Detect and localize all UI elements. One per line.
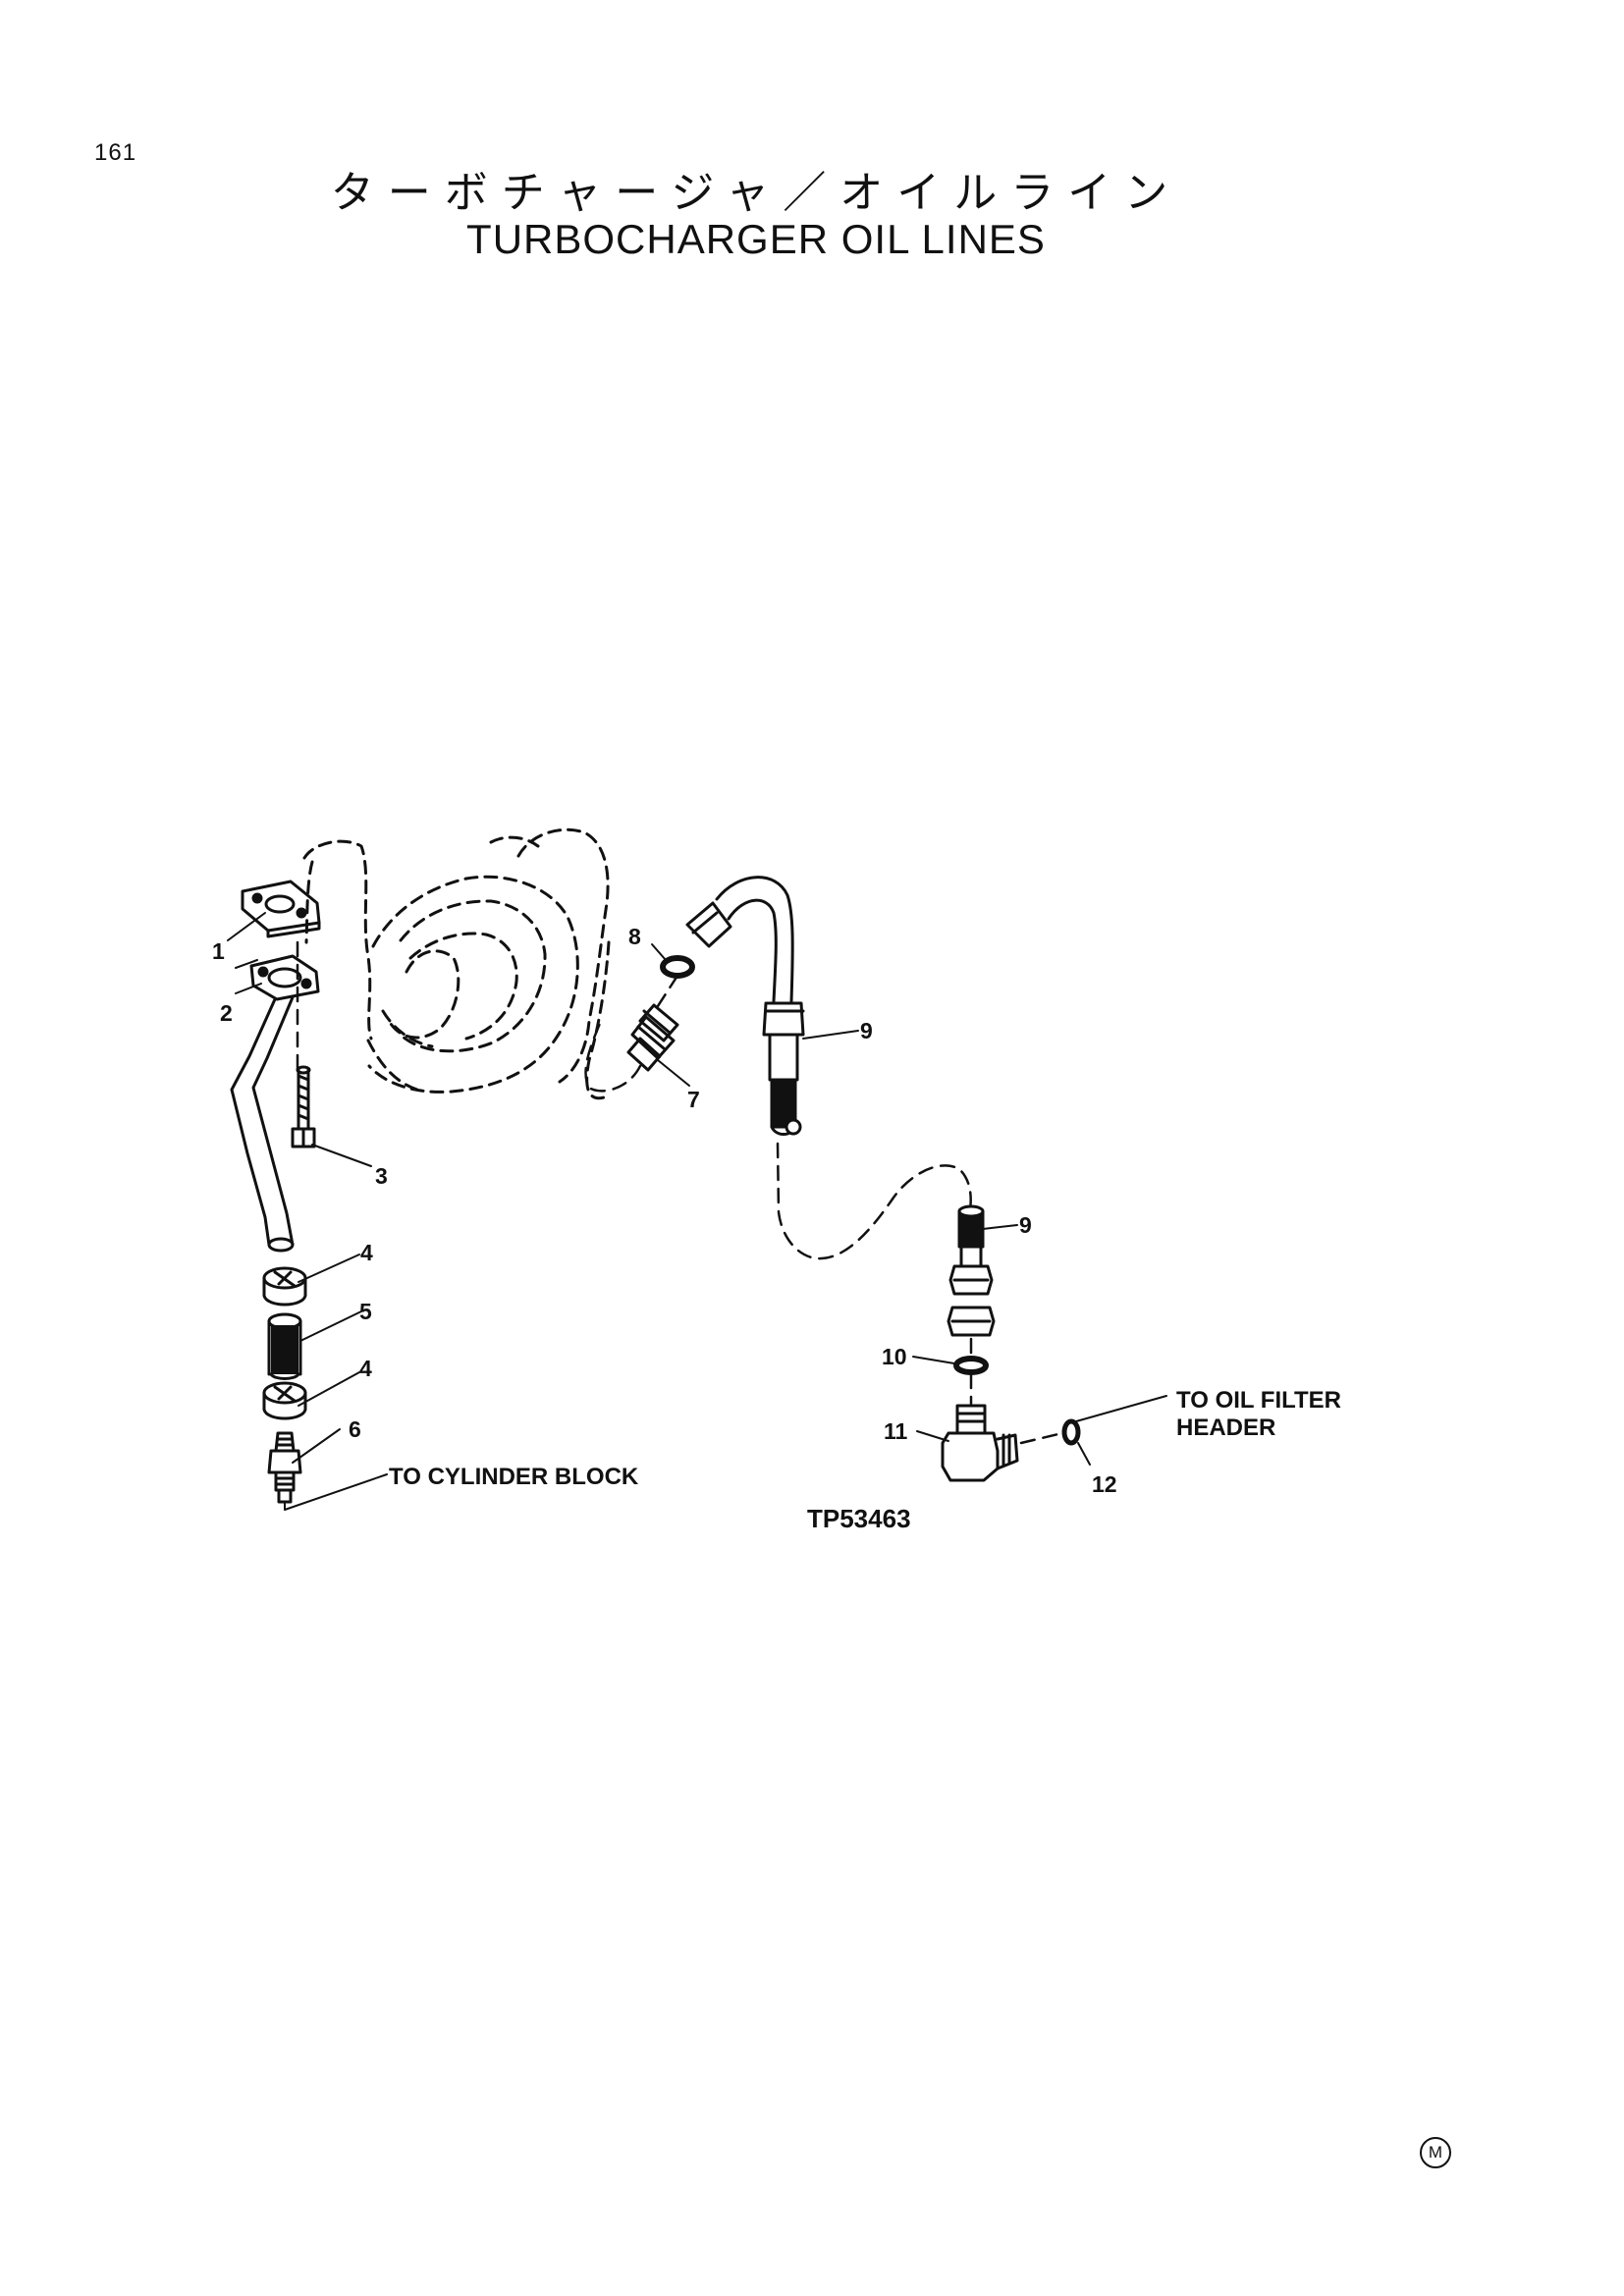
fitting	[267, 1431, 302, 1504]
drain-line	[230, 954, 320, 1253]
cap-screw	[291, 1065, 316, 1148]
callout-11: 11	[884, 1418, 908, 1444]
callout-8: 8	[628, 924, 641, 949]
page-title: TURBOCHARGER OIL LINES	[466, 216, 1046, 262]
callout-2: 2	[220, 1000, 233, 1026]
leader-lines	[227, 912, 1167, 1511]
connector	[626, 1003, 679, 1072]
callout-6: 6	[349, 1416, 361, 1442]
oil-supply-line-lower	[947, 1204, 996, 1337]
gasket	[241, 880, 321, 938]
figure-id: TP53463	[807, 1504, 911, 1533]
callout-numbers: 1 2 3 4 5 4 6 7 8 9 9 10 11 12	[212, 924, 1117, 1497]
note-to-oil-filter: TO OIL FILTER	[1176, 1387, 1341, 1414]
callout-5: 5	[359, 1299, 372, 1324]
callout-12: 12	[1092, 1471, 1117, 1497]
turbocharger-phantom	[302, 828, 611, 1100]
o-ring-small	[1061, 1418, 1081, 1446]
page-title-japanese: ターボチャージャ／オイルライン	[330, 168, 1182, 218]
callout-9-lower: 9	[1019, 1212, 1032, 1238]
callout-3: 3	[375, 1163, 388, 1189]
page-number: 161	[94, 139, 137, 166]
callout-4: 4	[360, 1240, 373, 1265]
callout-4-lower: 4	[359, 1356, 372, 1381]
note-to-cylinder-block: TO CYLINDER BLOCK	[389, 1464, 639, 1490]
callout-7: 7	[687, 1087, 700, 1112]
note-header: HEADER	[1176, 1415, 1275, 1441]
o-ring	[660, 955, 695, 979]
callout-9: 9	[860, 1018, 873, 1043]
registered-mark-icon: M	[1420, 2137, 1451, 2168]
hose	[267, 1312, 302, 1380]
callout-10: 10	[882, 1344, 907, 1369]
oil-supply-line	[685, 876, 805, 1136]
callout-1: 1	[212, 938, 225, 964]
assembly-lines	[296, 940, 1064, 1445]
elbow-fitting	[941, 1404, 1019, 1482]
o-ring-lower	[953, 1356, 989, 1375]
